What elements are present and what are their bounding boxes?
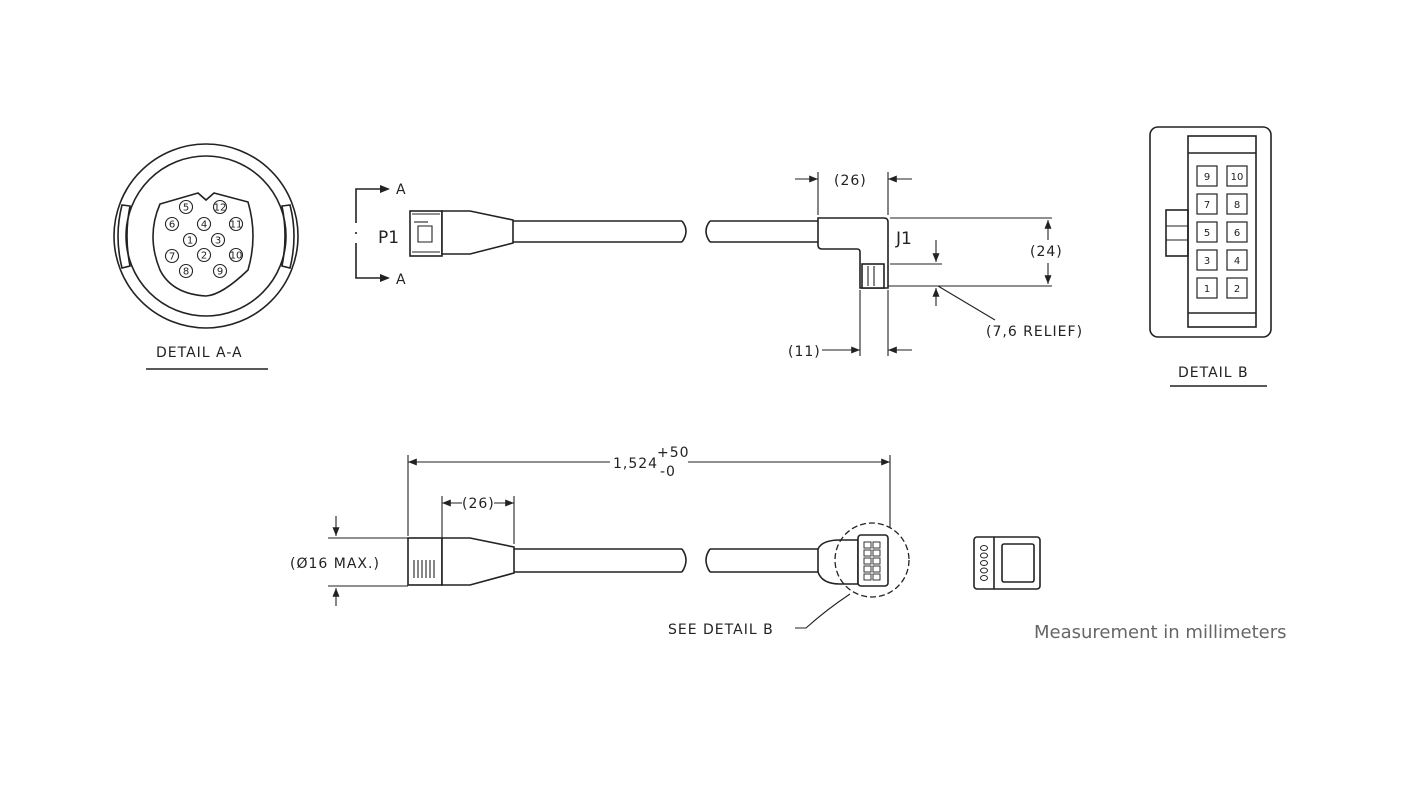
pin-b-label-6: 6: [1234, 228, 1240, 239]
pin-b-label-9: 9: [1204, 172, 1210, 183]
connector-pin-mark: [872, 549, 881, 557]
connector-pin-mark: [863, 573, 872, 581]
pin-aa-5: [178, 199, 194, 215]
end-view-pin-mark: [980, 567, 988, 574]
pin-aa-9: [212, 263, 228, 279]
connector-pin-mark: [872, 573, 881, 581]
pin-b-2: [1226, 277, 1248, 299]
pin-aa-label-5: 5: [183, 203, 189, 214]
pin-aa-label-2: 2: [201, 251, 207, 262]
connector-pin-mark: [872, 541, 881, 549]
dim-relief: (7,6 RELIEF): [986, 324, 1083, 340]
pin-aa-label-6: 6: [169, 220, 175, 231]
dim-top: (26): [834, 173, 867, 189]
connector-pin-mark: [863, 541, 872, 549]
pin-b-5: [1196, 221, 1218, 243]
pin-aa-label-3: 3: [215, 236, 221, 247]
pin-aa-4: [196, 216, 212, 232]
pin-b-9: [1196, 165, 1218, 187]
pin-aa-10: [228, 247, 244, 263]
connector-pin-mark: [863, 565, 872, 573]
dim-left: (11): [788, 344, 821, 360]
section-marker-top: A: [396, 182, 407, 198]
pin-b-label-5: 5: [1204, 228, 1210, 239]
pin-b-6: [1226, 221, 1248, 243]
pin-aa-2: [196, 247, 212, 263]
detail-aa-label: DETAIL A-A: [156, 345, 243, 361]
pin-aa-label-11: 11: [230, 220, 243, 231]
pin-aa-12: [212, 199, 228, 215]
dim-tol-plus: +50: [657, 445, 690, 461]
pin-b-label-2: 2: [1234, 284, 1240, 295]
see-detail-label: SEE DETAIL B: [668, 622, 774, 638]
pin-b-7: [1196, 193, 1218, 215]
pin-aa-1: [182, 232, 198, 248]
connector-pin-mark: [863, 549, 872, 557]
pin-b-10: [1226, 165, 1248, 187]
pin-aa-3: [210, 232, 226, 248]
pin-b-label-7: 7: [1204, 200, 1210, 211]
pin-b-8: [1226, 193, 1248, 215]
connector-pin-mark: [863, 557, 872, 565]
pin-b-4: [1226, 249, 1248, 271]
pin-b-label-3: 3: [1204, 256, 1210, 267]
pin-aa-label-7: 7: [169, 252, 175, 263]
pin-b-label-4: 4: [1234, 256, 1240, 267]
connector-pin-mark: [872, 557, 881, 565]
pin-aa-label-1: 1: [187, 236, 193, 247]
detail-b-label: DETAIL B: [1178, 365, 1249, 381]
end-view-pin-mark: [980, 552, 988, 559]
dim-height: (24): [1030, 244, 1063, 260]
pin-aa-6: [164, 216, 180, 232]
pin-b-3: [1196, 249, 1218, 271]
pin-aa-label-9: 9: [217, 267, 223, 278]
side-view: A A P1 J1 (26) (24): [355, 172, 1083, 360]
pin-aa-8: [178, 263, 194, 279]
detail-b-view: 9 10 7 8 5 6 3 4 1 2 DETAIL B: [1149, 126, 1272, 387]
dim-tol-minus: -0: [660, 464, 676, 480]
jack-label-j1: J1: [895, 229, 912, 249]
plug-label-p1: P1: [378, 228, 399, 248]
bottom-view: 1,524 +50 -0 (26) (Ø16 MAX.): [290, 445, 1041, 638]
dim-plug: (26): [462, 496, 495, 512]
end-view-pin-mark: [980, 560, 988, 566]
dim-length: 1,524: [613, 456, 658, 472]
pin-b-label-10: 10: [1231, 172, 1244, 183]
pin-b-1: [1196, 277, 1218, 299]
section-marker-bottom: A: [396, 272, 407, 288]
connector-pin-mark: [872, 565, 881, 573]
pin-b-label-8: 8: [1234, 200, 1240, 211]
pin-b-label-1: 1: [1204, 284, 1210, 295]
pin-aa-11: [228, 216, 244, 232]
pin-aa-label-8: 8: [183, 267, 189, 278]
end-view-pin-mark: [980, 545, 988, 551]
pin-aa-label-4: 4: [201, 220, 207, 231]
pin-aa-label-10: 10: [230, 251, 243, 262]
pin-aa-7: [164, 248, 180, 264]
dim-diameter: (Ø16 MAX.): [290, 556, 380, 572]
units-note: Measurement in millimeters: [1034, 622, 1286, 643]
end-view-pin-mark: [980, 575, 988, 581]
pin-aa-label-12: 12: [214, 203, 227, 214]
